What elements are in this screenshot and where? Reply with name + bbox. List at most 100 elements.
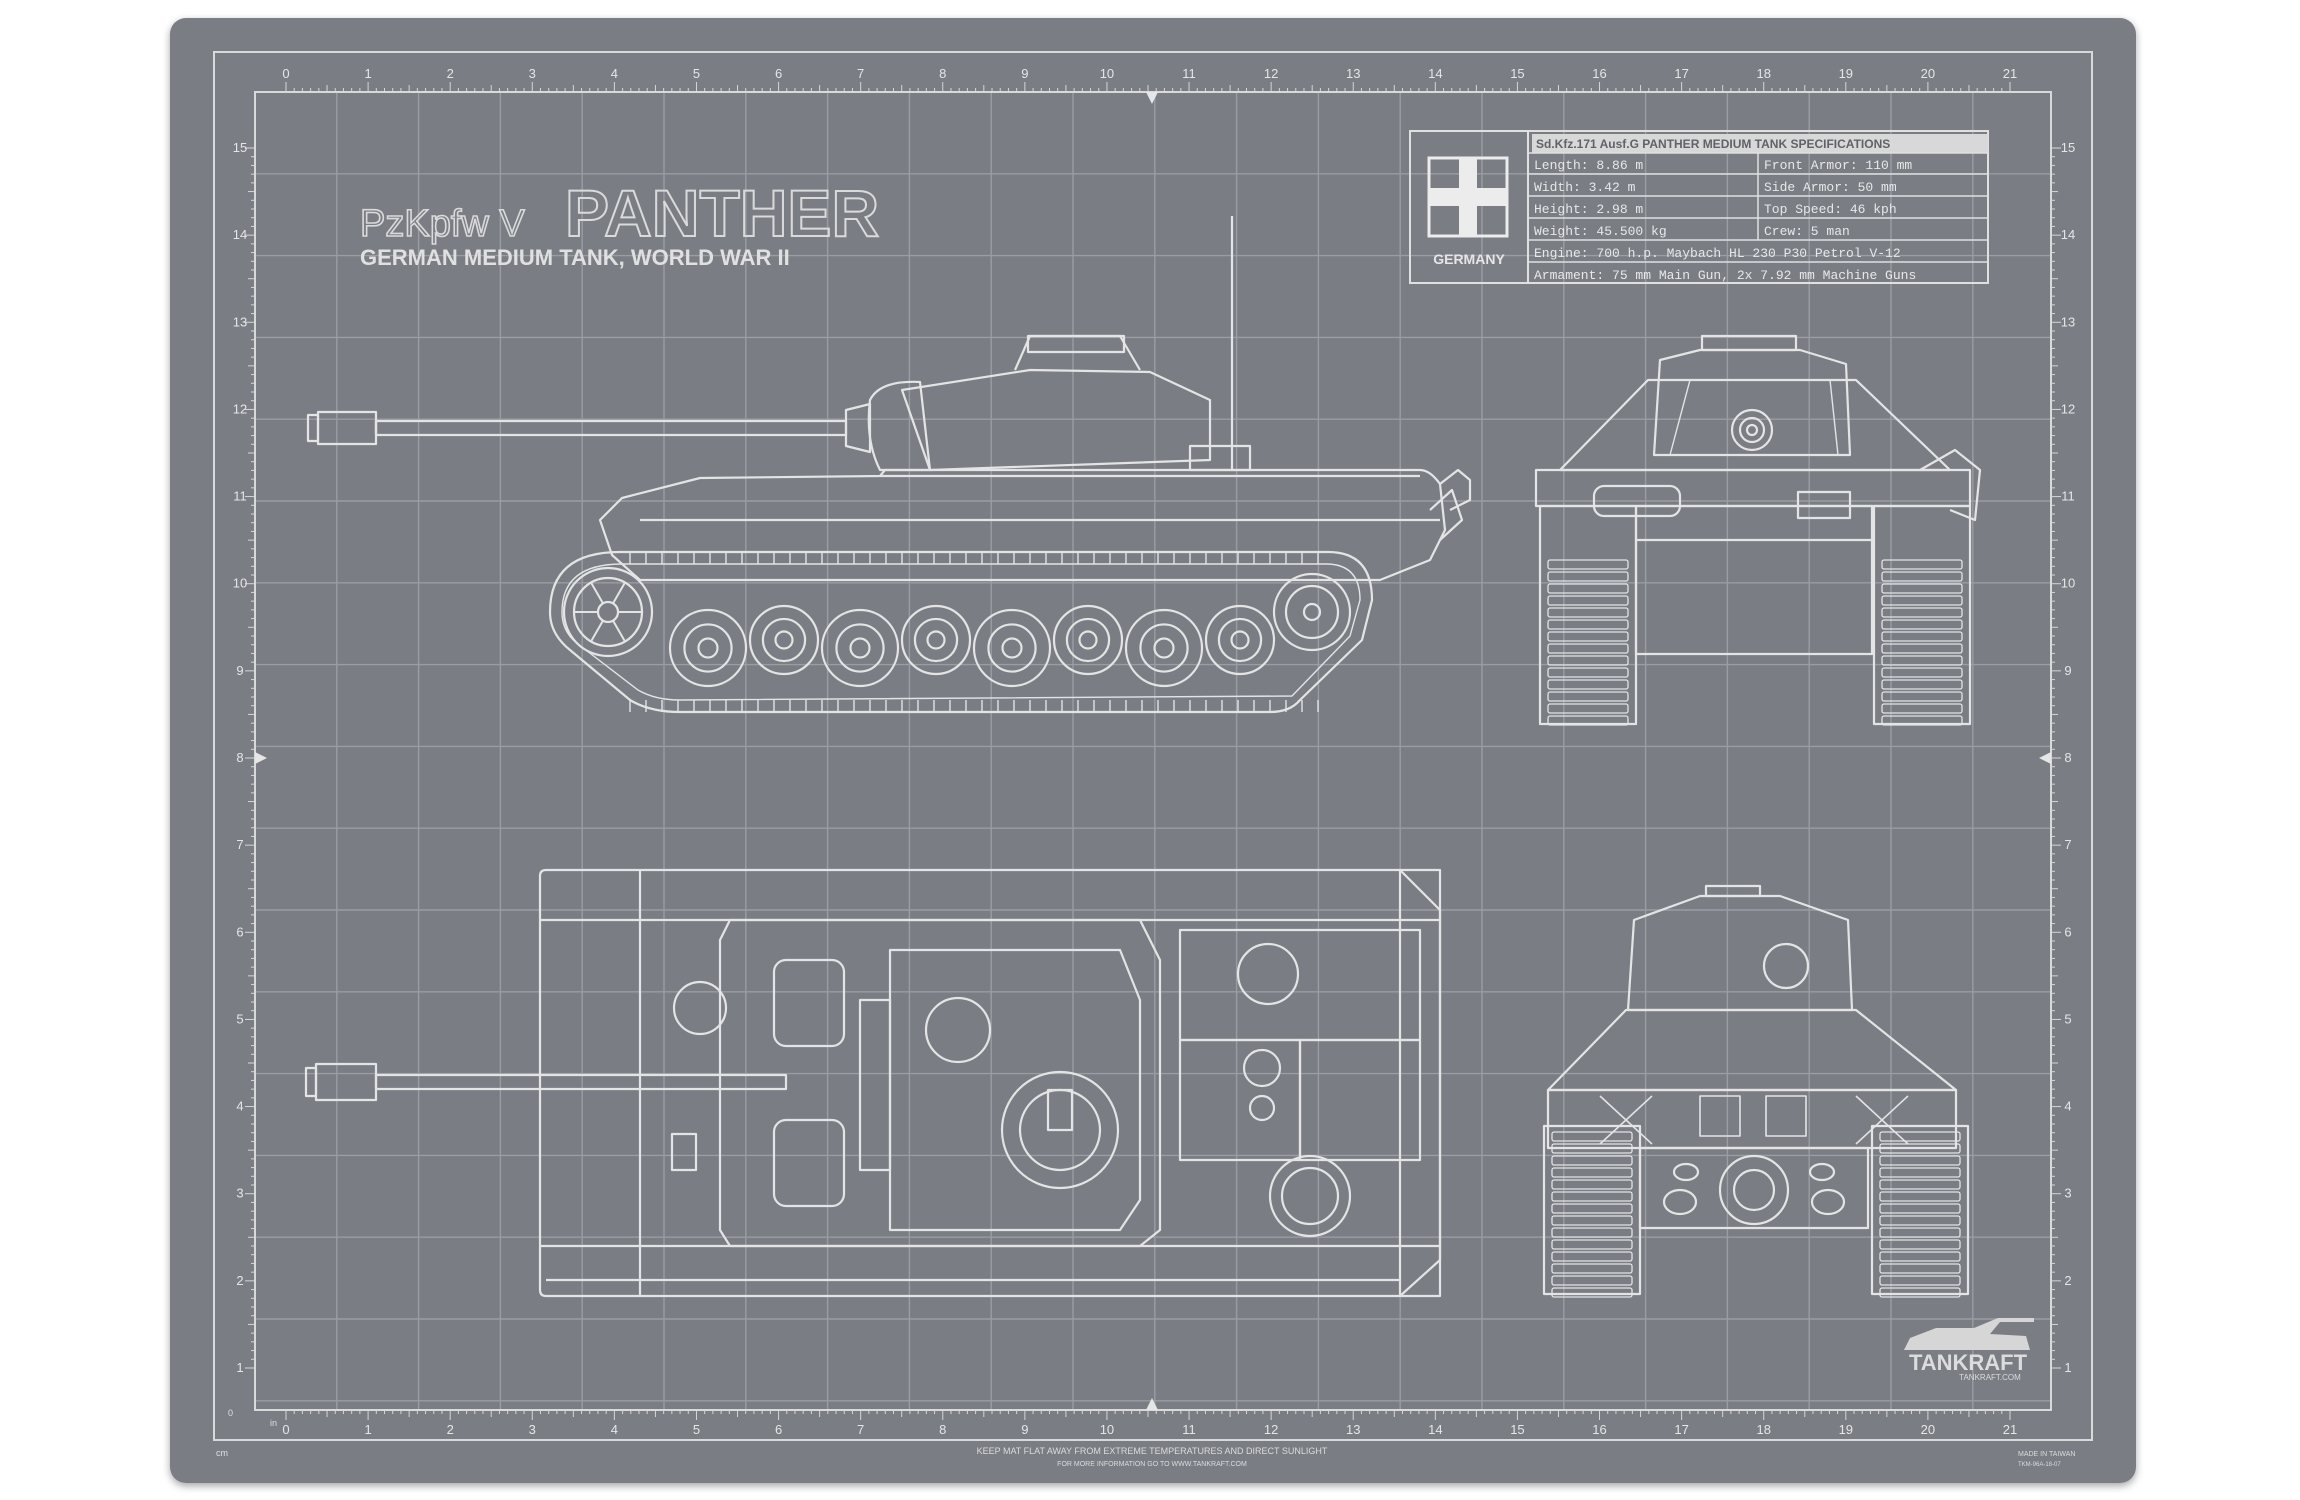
ruler-number-bottom: 20	[1921, 1422, 1935, 1437]
spec-height: Height: 2.98 m	[1534, 202, 1643, 217]
track-segment	[1551, 1155, 1633, 1166]
track-segment	[1879, 1287, 1961, 1298]
track-segment	[1547, 679, 1629, 690]
track-segment	[1879, 1275, 1961, 1286]
title-block: PzKpfw V PANTHER GERMAN MEDIUM TANK, WOR…	[359, 175, 880, 270]
ruler-number-top: 18	[1756, 66, 1770, 81]
road-wheel-hub	[1139, 623, 1189, 673]
track-segment	[1551, 1275, 1633, 1286]
track-segment	[1547, 715, 1629, 726]
footer-made-in: MADE IN TAIWAN	[2018, 1451, 2075, 1458]
ruler-number-left: 10	[233, 576, 247, 591]
ruler-number-left: 13	[233, 314, 247, 329]
track-segment	[1551, 1131, 1633, 1142]
track-segment	[1551, 1167, 1633, 1178]
tank-rear-view	[1542, 884, 1970, 1298]
track-segment	[1881, 655, 1963, 666]
ruler-number-left: 2	[236, 1273, 243, 1288]
ruler-number-top: 4	[611, 66, 618, 81]
road-wheel	[1204, 604, 1276, 676]
track-segment	[1551, 1287, 1633, 1298]
ruler-number-bottom: 15	[1510, 1422, 1524, 1437]
ruler-number-top: 8	[939, 66, 946, 81]
spec-width: Width: 3.42 m	[1534, 180, 1636, 195]
spec-crew: Crew: 5 man	[1764, 224, 1850, 239]
track-segment	[1551, 1203, 1633, 1214]
track-segment	[1879, 1131, 1961, 1142]
track-segment	[1879, 1263, 1961, 1274]
ruler-number-bottom: 8	[939, 1422, 946, 1437]
spec-armament: Armament: 75 mm Main Gun, 2x 7.92 mm Mac…	[1534, 268, 1916, 283]
road-wheel-center	[774, 630, 794, 650]
track-segment	[1881, 571, 1963, 582]
ruler-number-bottom: 19	[1839, 1422, 1853, 1437]
ruler-number-right: 14	[2061, 227, 2075, 242]
road-wheel-hub	[1065, 617, 1111, 663]
track-segment	[1551, 1239, 1633, 1250]
sprocket-spoke	[612, 620, 626, 642]
cm-unit-label: cm	[216, 1448, 228, 1458]
outer-frame	[213, 51, 2093, 1441]
ruler-number-left: 9	[236, 663, 243, 678]
ruler-number-right: 8	[2064, 750, 2071, 765]
ruler-number-top: 12	[1264, 66, 1278, 81]
ruler-number-left: 1	[236, 1360, 243, 1375]
track-segment	[1881, 607, 1963, 618]
track-segment	[1547, 655, 1629, 666]
ruler-number-top: 21	[2003, 66, 2017, 81]
ruler-number-top: 16	[1592, 66, 1606, 81]
sprocket-spoke	[590, 582, 604, 604]
ruler-number-bottom: 2	[447, 1422, 454, 1437]
track-segment	[1547, 703, 1629, 714]
road-wheel-hub	[987, 623, 1037, 673]
ruler-number-bottom: 10	[1100, 1422, 1114, 1437]
track-segment	[1879, 1239, 1961, 1250]
ruler-number-bottom: 6	[775, 1422, 782, 1437]
track-segment	[1551, 1251, 1633, 1262]
road-wheel-hub	[1217, 617, 1263, 663]
track-segment	[1547, 607, 1629, 618]
ruler-number-right: 7	[2064, 837, 2071, 852]
track-segment	[1881, 559, 1963, 570]
ruler-number-top: 19	[1839, 66, 1853, 81]
road-wheel	[748, 604, 820, 676]
spec-top-speed: Top Speed: 46 kph	[1764, 202, 1897, 217]
track-segment	[1881, 703, 1963, 714]
ruler-number-top: 20	[1921, 66, 1935, 81]
ruler-number-right: 2	[2064, 1273, 2071, 1288]
inch-unit-label: in	[270, 1418, 277, 1428]
road-wheel-center	[1153, 637, 1175, 659]
tank-front-view	[1534, 334, 1982, 726]
ruler-number-bottom: 18	[1756, 1422, 1770, 1437]
ruler-number-bottom: 9	[1021, 1422, 1028, 1437]
ruler-number-bottom: 3	[529, 1422, 536, 1437]
balkenkreuz-icon	[1427, 156, 1509, 238]
track-segment	[1881, 595, 1963, 606]
spec-engine: Engine: 700 h.p. Maybach HL 230 P30 Petr…	[1534, 246, 1901, 261]
ruler-number-bottom: 17	[1674, 1422, 1688, 1437]
ruler-number-top: 0	[282, 66, 289, 81]
track-segment	[1881, 691, 1963, 702]
track-segment	[1547, 583, 1629, 594]
road-wheel-center	[1230, 630, 1250, 650]
ruler-number-left: 8	[236, 750, 243, 765]
road-wheel	[900, 604, 972, 676]
ruler-number-left: 15	[233, 140, 247, 155]
track-segment	[1879, 1167, 1961, 1178]
ruler-number-left: 14	[233, 227, 247, 242]
track-segment	[1551, 1215, 1633, 1226]
track-segment	[1879, 1143, 1961, 1154]
ruler-number-top: 3	[529, 66, 536, 81]
ruler-number-bottom: 5	[693, 1422, 700, 1437]
ruler-number-top: 2	[447, 66, 454, 81]
ruler-number-top: 6	[775, 66, 782, 81]
designation-text: PzKpfw V	[360, 203, 525, 245]
ruler-number-left: 6	[236, 924, 243, 939]
track-segment	[1881, 631, 1963, 642]
ruler-number-bottom: 14	[1428, 1422, 1442, 1437]
road-wheel-center	[1001, 637, 1023, 659]
track-segment	[1879, 1179, 1961, 1190]
ruler-number-bottom: 4	[611, 1422, 618, 1437]
ruler-number-bottom: 21	[2003, 1422, 2017, 1437]
ruler-number-top: 1	[364, 66, 371, 81]
